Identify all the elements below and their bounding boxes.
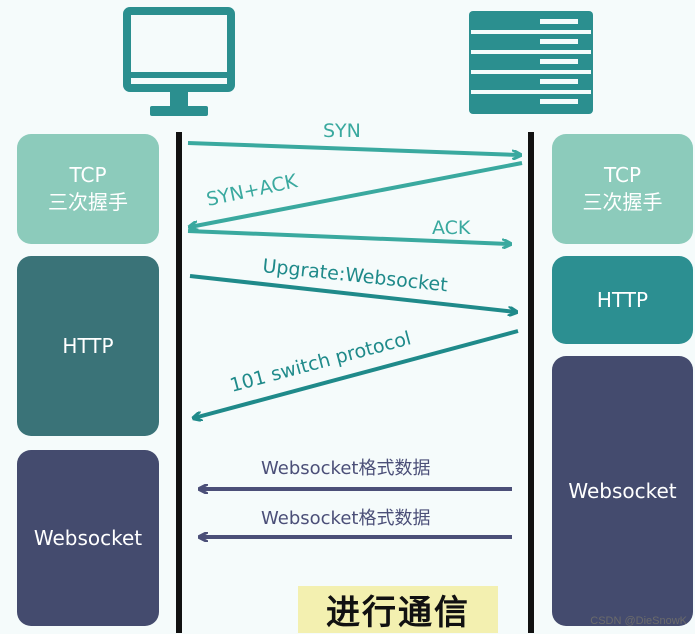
client-handshake-label: 三次握手 bbox=[48, 190, 128, 214]
server-http-box: HTTP bbox=[552, 256, 693, 344]
ws-data-label-1: Websocket格式数据 bbox=[261, 458, 430, 479]
communication-caption: 进行通信 bbox=[298, 586, 498, 633]
switch-protocol-label: 101 switch protocol bbox=[228, 327, 414, 397]
server-http-label: HTTP bbox=[596, 287, 649, 312]
ack-arrow bbox=[187, 229, 510, 244]
server-tcp-label: TCP bbox=[603, 163, 642, 187]
ws-data-label-2: Websocket格式数据 bbox=[261, 508, 430, 529]
client-http-box: HTTP bbox=[17, 256, 159, 436]
watermark: CSDN @DieSnowK bbox=[590, 615, 687, 627]
syn-ack-label: SYN+ACK bbox=[204, 170, 299, 211]
syn-ack-arrow bbox=[190, 161, 523, 227]
server-handshake-label: 三次握手 bbox=[582, 190, 663, 214]
client-websocket-label: Websocket bbox=[33, 525, 143, 550]
client-websocket-box: Websocket bbox=[17, 450, 159, 626]
upgrade-arrow bbox=[189, 274, 516, 312]
syn-arrow bbox=[187, 141, 520, 155]
server-rack-icon bbox=[469, 11, 593, 114]
syn-label: SYN bbox=[323, 120, 361, 142]
client-tcp-box: TCP 三次握手 bbox=[17, 134, 159, 244]
upgrade-label: Upgrate:Websocket bbox=[261, 255, 448, 296]
server-tcp-box: TCP 三次握手 bbox=[552, 134, 693, 244]
switch-protocol-arrow bbox=[194, 329, 519, 418]
server-websocket-box: Websocket bbox=[552, 356, 693, 626]
ack-label: ACK bbox=[432, 217, 471, 239]
client-http-label: HTTP bbox=[62, 333, 114, 358]
client-tcp-label: TCP bbox=[69, 163, 107, 187]
server-websocket-label: Websocket bbox=[568, 478, 677, 503]
computer-monitor-icon bbox=[123, 7, 235, 116]
